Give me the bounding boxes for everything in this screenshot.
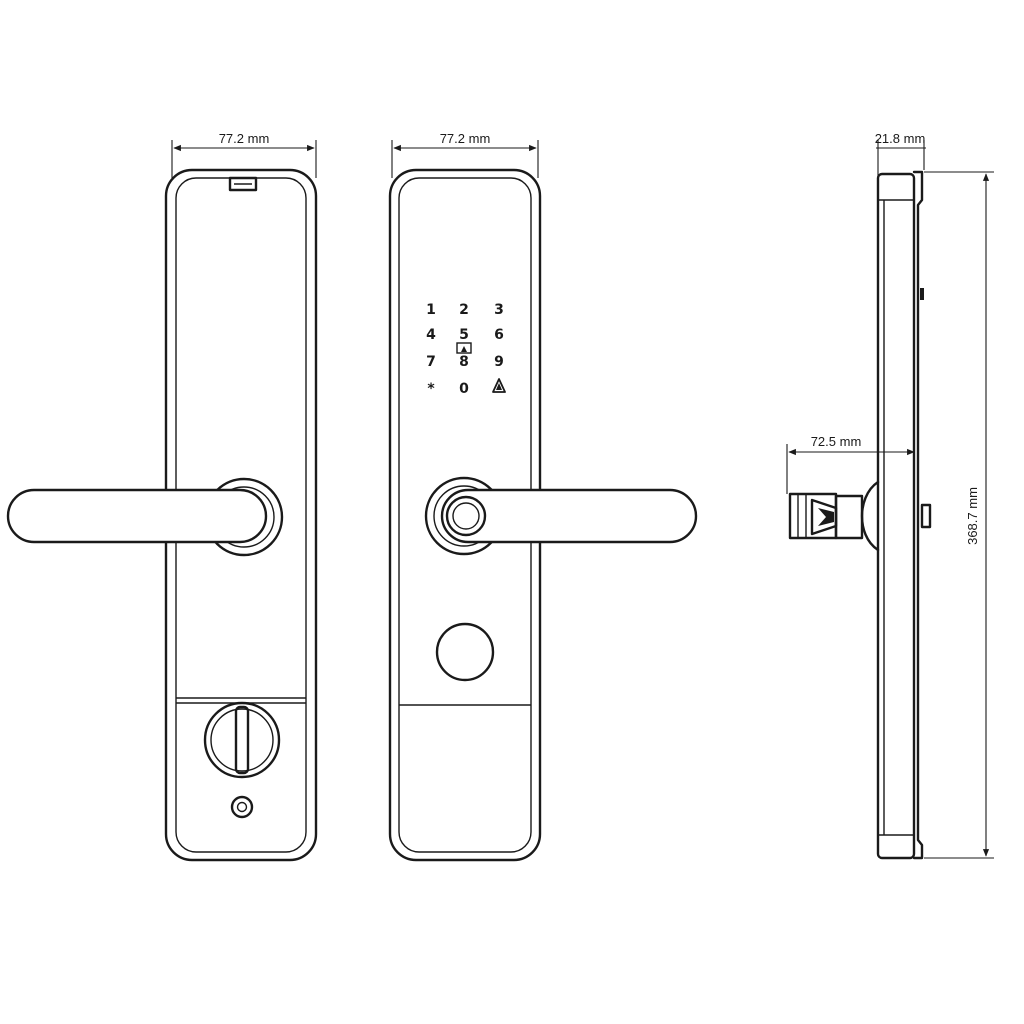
thumb-turn-knob — [203, 701, 281, 779]
height-label: 368.7 mm — [965, 487, 980, 545]
side-outer-plate — [876, 172, 916, 860]
key-0[interactable]: 0 — [459, 381, 469, 397]
key-1[interactable]: 1 — [426, 302, 436, 318]
key-4[interactable]: 4 — [426, 327, 436, 343]
key-8[interactable]: 8 — [459, 354, 469, 370]
key-cylinder — [230, 795, 254, 819]
projection-label: 72.5 mm — [811, 434, 862, 449]
key-7[interactable]: 7 — [426, 354, 436, 370]
key-6[interactable]: 6 — [494, 327, 504, 343]
back-handle-lever — [6, 488, 268, 544]
key-2[interactable]: 2 — [459, 302, 469, 318]
card-reader-icon — [456, 342, 472, 354]
front-handle-lever[interactable] — [440, 488, 698, 544]
key-9[interactable]: 9 — [494, 354, 504, 370]
side-edge-profile — [912, 170, 924, 860]
side-button-top — [920, 288, 924, 300]
side-button-lower — [920, 503, 932, 529]
back-width-dimension: 77.2 mm — [171, 131, 317, 178]
key-5[interactable]: 5 — [459, 327, 469, 343]
bell-icon[interactable] — [492, 378, 506, 393]
front-width-label: 77.2 mm — [440, 131, 491, 146]
fingerprint-sensor[interactable] — [445, 495, 487, 537]
back-width-label: 77.2 mm — [219, 131, 270, 146]
key-3[interactable]: 3 — [494, 302, 504, 318]
back-view: 77.2 mm — [6, 131, 318, 862]
front-view: 77.2 mm 1 2 3 4 5 6 7 8 9 * 0 — [388, 131, 698, 862]
front-width-dimension: 77.2 mm — [391, 131, 539, 178]
battery-clip — [228, 176, 258, 192]
depth-dimension: 21.8 mm — [875, 131, 926, 176]
depth-label: 21.8 mm — [875, 131, 926, 146]
key-star[interactable]: * — [427, 381, 435, 397]
side-handle-profile — [788, 480, 880, 552]
projection-dimension: 72.5 mm — [786, 434, 915, 494]
front-sensor-window — [435, 622, 495, 682]
height-dimension: 368.7 mm — [924, 171, 994, 859]
keypad: 1 2 3 4 5 6 7 8 9 * 0 — [426, 302, 506, 397]
side-view: 21.8 mm 368.7 mm 72.5 mm — [786, 131, 994, 860]
